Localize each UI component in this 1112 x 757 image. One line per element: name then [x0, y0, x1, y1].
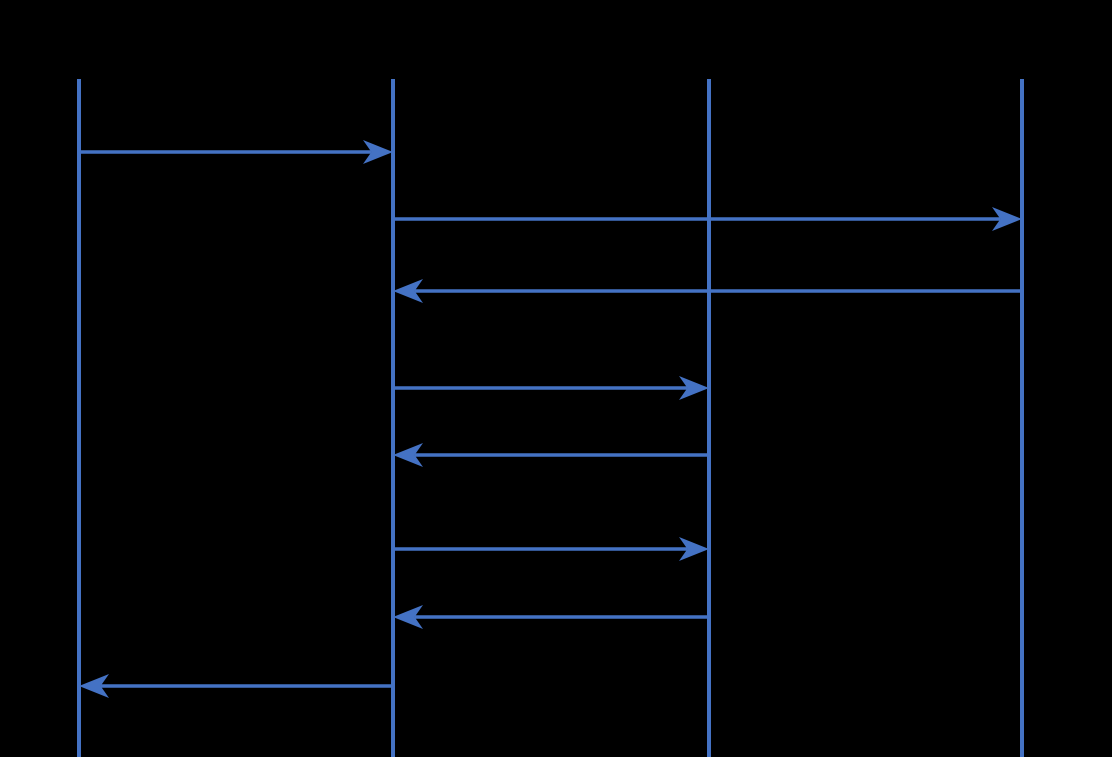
- message-7-arrowhead-icon: [393, 605, 423, 629]
- message-8: [79, 674, 393, 698]
- message-5: [393, 443, 709, 467]
- message-5-arrowhead-icon: [393, 443, 423, 467]
- message-3: [393, 279, 1022, 303]
- message-2-arrowhead-icon: [992, 207, 1022, 231]
- message-1-arrowhead-icon: [363, 140, 393, 164]
- message-4-arrowhead-icon: [679, 376, 709, 400]
- message-8-arrowhead-icon: [79, 674, 109, 698]
- message-3-arrowhead-icon: [393, 279, 423, 303]
- message-6-arrowhead-icon: [679, 537, 709, 561]
- message-1: [79, 140, 393, 164]
- message-7: [393, 605, 709, 629]
- message-6: [393, 537, 709, 561]
- message-4: [393, 376, 709, 400]
- message-2: [393, 207, 1022, 231]
